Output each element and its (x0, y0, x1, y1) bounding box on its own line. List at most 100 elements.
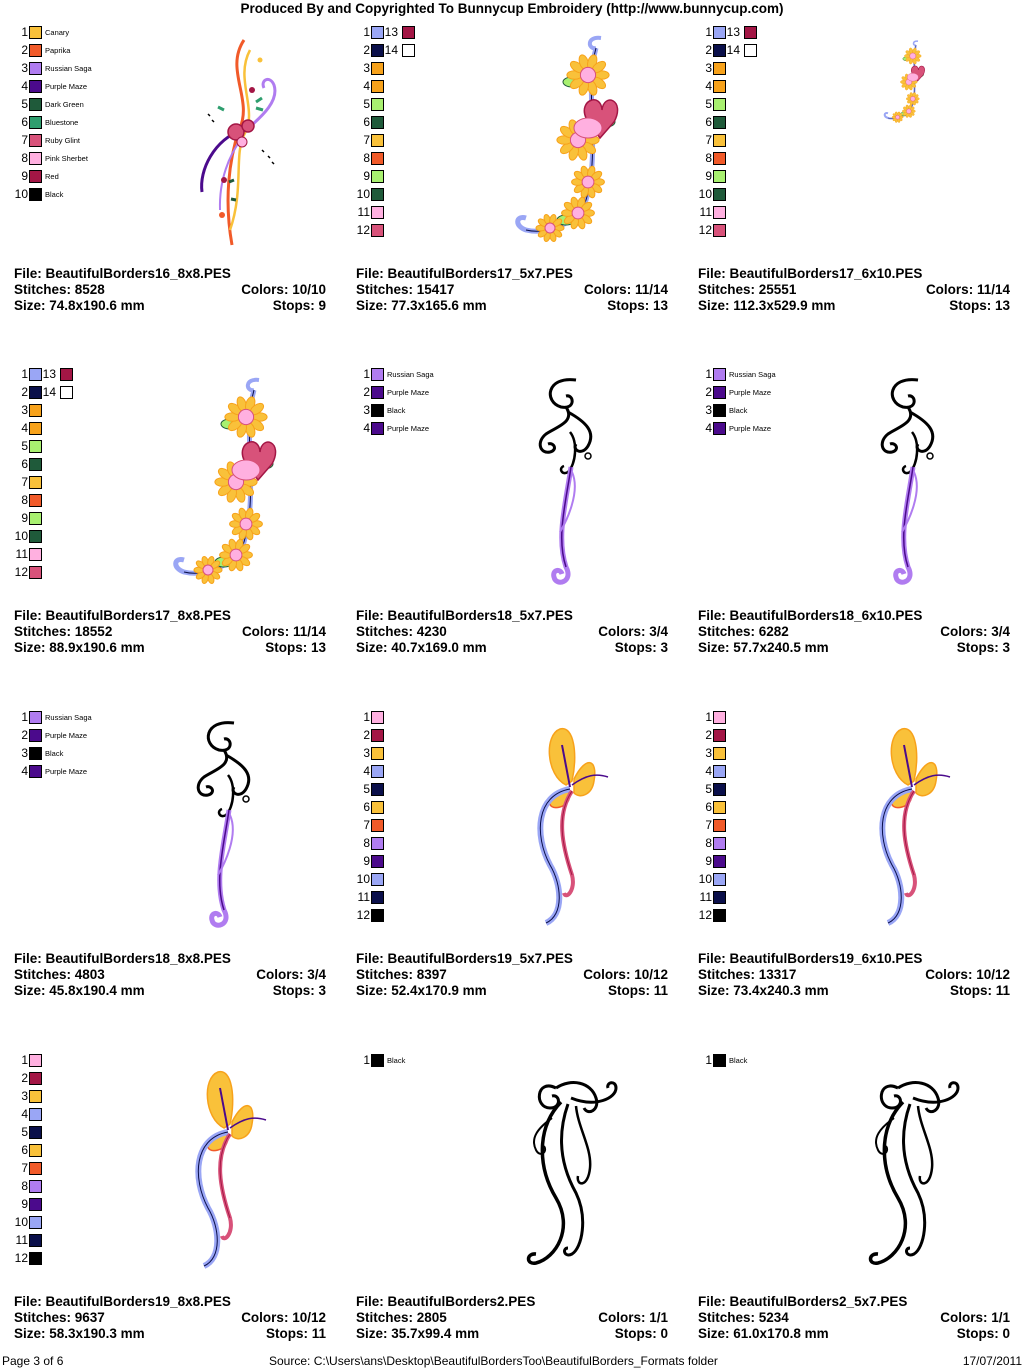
embroidery-stitch-path (236, 136, 248, 148)
embroidery-stitch-path (196, 749, 228, 797)
embroidery-stitch-path (537, 1084, 560, 1110)
embroidery-stitch-path (573, 762, 596, 797)
stop-count: Stops: 3 (615, 640, 668, 656)
info-lf: File: (356, 266, 384, 281)
color-count: Colors: 11/14 (926, 282, 1010, 298)
swatch-thread-name: Red (45, 172, 59, 181)
embroidery-stitch-path (202, 564, 214, 576)
design-info: File: BeautifulBorders18_6x10.PES Stitch… (698, 608, 1010, 656)
design-info: File: BeautifulBorders2.PES Stitches: 28… (356, 1294, 668, 1342)
embroidery-stitch-path (909, 52, 917, 60)
design-info: File: BeautifulBorders19_5x7.PES Stitche… (356, 951, 668, 999)
swatch-number: 12 (356, 908, 370, 922)
color-swatch (29, 494, 42, 507)
swatch-number: 2 (363, 728, 370, 742)
design-info: File: BeautifulBorders18_5x7.PES Stitche… (356, 608, 668, 656)
color-swatch (29, 1108, 42, 1121)
embroidery-stitch-path (560, 1103, 585, 1257)
color-swatch (371, 206, 384, 219)
color-swatch (713, 80, 726, 93)
info-lt: Stops: (607, 983, 650, 998)
embroidery-stitch-path (229, 548, 243, 562)
swatch-thread-name: Purple Maze (45, 731, 88, 740)
embroidery-stitch-path (907, 73, 919, 82)
swatch-number: 2 (705, 385, 712, 399)
embroidery-stitch-path (901, 431, 919, 475)
color-swatch (29, 152, 42, 165)
stitch-count: Stitches: 25551 (698, 282, 796, 298)
color-swatch (29, 1216, 42, 1229)
embroidery-stitch-path (217, 814, 234, 876)
swatch-thread-name: Russian Saga (387, 370, 434, 379)
info-lc: Colors: (256, 967, 304, 982)
info-stitches: 9637 (74, 1310, 105, 1325)
swatch-thread-name: Ruby Glint (45, 136, 81, 145)
info-colors: 11/14 (976, 282, 1010, 297)
info-file: BeautifulBorders19_5x7.PES (387, 951, 573, 966)
stop-count: Stops: 0 (615, 1326, 668, 1342)
info-stitches: 18552 (74, 624, 113, 639)
swatch-number: 3 (21, 1089, 28, 1103)
embroidery-stitch-path (241, 441, 277, 482)
embroidery-stitch-path (217, 96, 264, 112)
embroidery-stitch-path (206, 1071, 234, 1129)
color-swatch (713, 873, 726, 886)
info-lz: Size: (14, 298, 46, 313)
info-lc: Colors: (925, 282, 974, 297)
info-stitches: 4230 (416, 624, 447, 639)
color-swatch (371, 224, 384, 237)
color-swatch (713, 819, 726, 832)
swatch-number: 7 (705, 818, 712, 832)
file-name: File: BeautifulBorders17_8x8.PES (14, 608, 231, 624)
info-stitches: 8397 (416, 967, 447, 982)
color-swatch (744, 44, 757, 57)
design-size: Size: 35.7x99.4 mm (356, 1326, 479, 1342)
file-name: File: BeautifulBorders18_5x7.PES (356, 608, 573, 624)
embroidery-stitch-path (584, 452, 592, 460)
color-swatch (371, 801, 384, 814)
color-swatch (29, 368, 42, 381)
color-swatch (29, 26, 42, 39)
swatch-number: 8 (21, 151, 28, 165)
color-swatch (29, 422, 42, 435)
embroidery-stitch-path (903, 466, 914, 568)
embroidery-stitch-path (221, 177, 227, 183)
design-size: Size: 58.3x190.3 mm (14, 1326, 145, 1342)
file-name: File: BeautifulBorders18_6x10.PES (698, 608, 922, 624)
info-colors: 10/12 (292, 1310, 326, 1325)
info-stitches: 4803 (74, 967, 105, 982)
embroidery-stitch-path (881, 788, 913, 924)
swatch-thread-name: Russian Saga (729, 370, 776, 379)
embroidery-stitch-path (901, 471, 918, 533)
swatch-number: 9 (705, 854, 712, 868)
design-thumbnail (880, 378, 935, 585)
info-lf: File: (698, 951, 726, 966)
info-ls: Stitches: (14, 624, 72, 639)
swatch-number: 7 (705, 133, 712, 147)
color-swatch (29, 1234, 42, 1247)
swatch-number: 11 (15, 547, 28, 561)
swatch-number: 9 (705, 169, 712, 183)
color-swatch (713, 26, 726, 39)
color-swatch (713, 368, 726, 381)
color-swatch (29, 566, 42, 579)
stitch-count: Stitches: 6282 (698, 624, 789, 640)
stop-count: Stops: 13 (607, 298, 668, 314)
color-swatch (713, 404, 726, 417)
info-lf: File: (698, 266, 726, 281)
swatch-number: 10 (14, 1215, 28, 1229)
swatch-number: 6 (21, 1143, 28, 1157)
embroidery-stitch-path (897, 1081, 941, 1114)
color-swatch (29, 44, 42, 57)
swatch-number: 12 (356, 223, 370, 237)
info-lz: Size: (698, 640, 730, 655)
info-size: 73.4x240.3 mm (733, 983, 829, 998)
stitch-count: Stitches: 13317 (698, 967, 796, 983)
info-lc: Colors: (583, 967, 631, 982)
info-colors: 10/12 (976, 967, 1010, 982)
color-swatch (713, 801, 726, 814)
info-lf: File: (14, 1294, 42, 1309)
info-lt: Stops: (272, 983, 315, 998)
embroidery-stitch-path (579, 66, 597, 84)
